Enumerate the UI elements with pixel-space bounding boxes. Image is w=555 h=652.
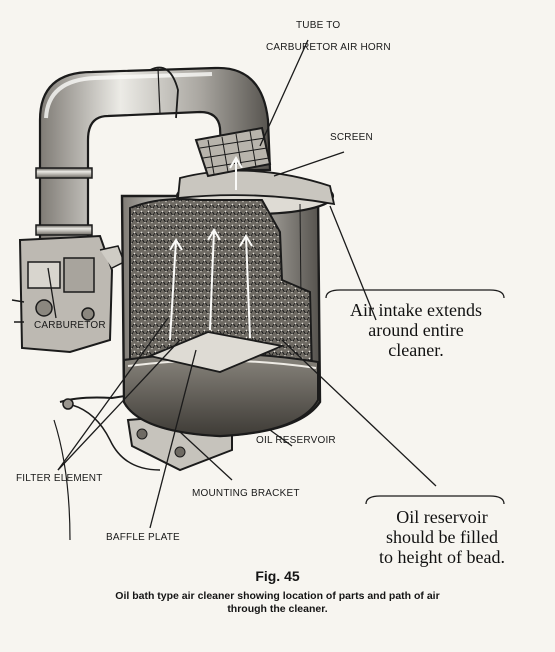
note-oil-fill: Oil reservoir should be filled to height… <box>372 507 512 567</box>
note-oil-fill-line3: to height of bead. <box>379 547 505 567</box>
carburetor <box>11 234 125 354</box>
figure-caption-line2: through the cleaner. <box>227 603 328 615</box>
note-oil-fill-line2: should be filled <box>386 527 498 547</box>
fuel-line <box>53 391 161 541</box>
note-air-intake-line1: Air intake extends <box>350 300 482 320</box>
label-oil-reservoir: OIL RESERVOIR <box>256 435 336 446</box>
figure-number: Fig. 45 <box>255 568 300 584</box>
leader-lines <box>47 39 505 529</box>
label-baffle-plate: BAFFLE PLATE <box>106 532 180 543</box>
label-tube-line2: CARBURETOR AIR HORN <box>266 42 391 53</box>
note-air-intake-line2: around entire <box>368 320 464 340</box>
label-tube-line1: TUBE TO <box>296 20 341 31</box>
label-filter-element: FILTER ELEMENT <box>16 473 103 484</box>
figure-caption-line1: Oil bath type air cleaner showing locati… <box>115 590 440 602</box>
baffle-plate <box>147 331 286 373</box>
note-air-intake: Air intake extends around entire cleaner… <box>328 300 504 360</box>
note-oil-fill-line1: Oil reservoir <box>396 507 488 527</box>
label-carburetor: CARBURETOR <box>34 320 106 331</box>
figure-caption: Oil bath type air cleaner showing locati… <box>40 590 515 616</box>
screen <box>194 126 272 178</box>
label-screen: SCREEN <box>330 132 373 143</box>
air-path-arrows <box>169 156 253 341</box>
note-air-intake-line3: cleaner. <box>388 340 444 360</box>
label-mounting-bracket: MOUNTING BRACKET <box>192 488 300 499</box>
